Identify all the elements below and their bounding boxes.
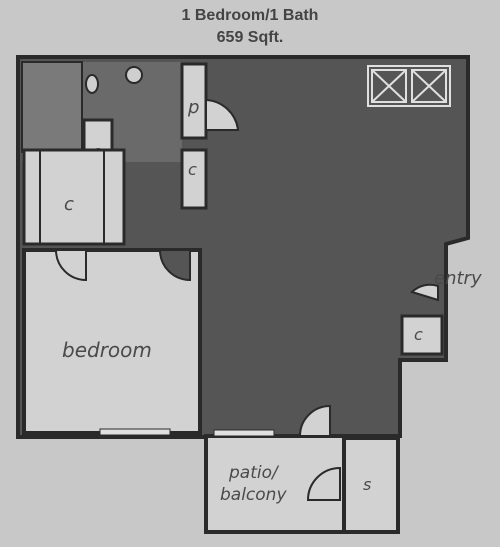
storage xyxy=(342,436,400,534)
entry-closet xyxy=(400,314,444,356)
bedroom xyxy=(22,248,202,435)
toilet-icon xyxy=(85,74,99,94)
plan-area: 659 Sqft. xyxy=(216,29,284,46)
bathtub xyxy=(21,61,83,153)
hall-closet-label: c xyxy=(188,160,197,179)
entry-label: entry xyxy=(434,268,482,289)
pantry xyxy=(180,62,208,140)
hall-closet xyxy=(180,148,208,210)
stove-icon xyxy=(367,65,451,107)
entry-closet-label: c xyxy=(414,325,423,344)
door-swing-icon xyxy=(410,283,439,302)
door-swing-icon xyxy=(158,249,191,282)
storage-label: s xyxy=(363,475,371,494)
patio-label: patio/ xyxy=(228,463,280,483)
bedroom-window xyxy=(99,428,171,436)
door-swing-icon xyxy=(54,249,87,282)
patio-window xyxy=(213,429,275,437)
plan-title: 1 Bedroom/1 Bath xyxy=(181,7,319,24)
door-swing-icon xyxy=(205,98,240,131)
bedroom-closet-label: c xyxy=(64,194,74,215)
bedroom-label: bedroom xyxy=(62,338,152,362)
pantry-label: p xyxy=(187,97,199,118)
balcony-label: balcony xyxy=(220,485,287,505)
door-swing-icon xyxy=(298,404,331,437)
door-swing-icon xyxy=(306,466,341,501)
sink-icon xyxy=(125,66,143,84)
